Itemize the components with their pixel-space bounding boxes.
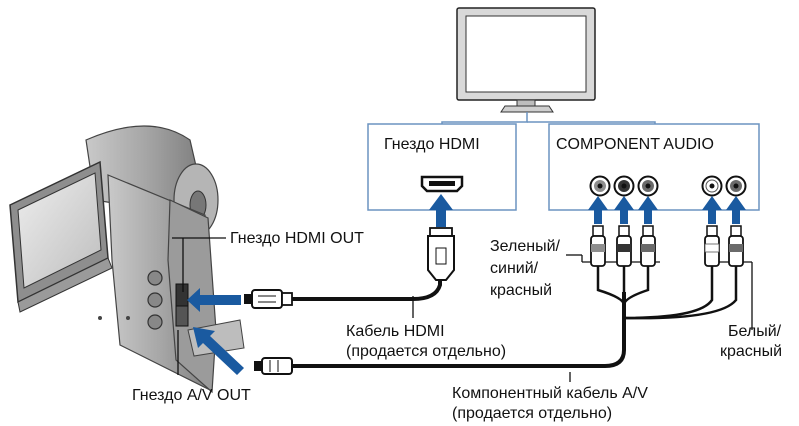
camcorder-icon — [9, 125, 245, 394]
rca-jack-icon — [589, 175, 747, 197]
arrow-icon — [193, 327, 244, 375]
arrow-icon — [638, 196, 658, 224]
rca-plug-icon — [590, 225, 744, 267]
signal-arrows — [187, 194, 746, 375]
hdmi-jack-panel-title: Гнездо HDMI — [384, 136, 480, 153]
arrow-icon — [429, 194, 453, 227]
hdmi-cable-note: (продается отдельно) — [346, 343, 507, 360]
component-audio-panel — [548, 123, 760, 211]
hdmi-cable-label: Кабель HDMI — [346, 323, 445, 340]
television-icon — [456, 7, 596, 113]
arrow-icon — [588, 196, 608, 224]
component-cable-note: (продается отдельно) — [452, 405, 613, 422]
hdmi-plug-icon — [244, 289, 293, 309]
av-out-jack-label: Гнездо A/V OUT — [132, 387, 251, 404]
green-blue-red-label-1: Зеленый/ — [490, 238, 560, 255]
component-cable-label: Компонентный кабель A/V — [452, 385, 648, 402]
arrow-icon — [187, 288, 241, 312]
component-av-cable — [254, 225, 744, 375]
hdmi-port-icon — [420, 175, 464, 193]
arrow-icon — [726, 196, 746, 224]
hdmi-jack-panel — [367, 123, 517, 211]
tv-panel-connectors — [441, 112, 656, 124]
hdmi-cable — [244, 227, 455, 309]
white-red-label-2: красный — [720, 343, 783, 360]
arrow-icon — [614, 196, 634, 224]
green-blue-red-label-2: синий/ — [490, 260, 539, 277]
mini-av-plug-icon — [254, 357, 293, 375]
component-audio-panel-title: COMPONENT AUDIO — [556, 136, 714, 153]
green-blue-red-label-3: красный — [490, 282, 553, 299]
arrow-icon — [702, 196, 722, 224]
hdmi-plug-icon — [427, 227, 455, 281]
hdmi-out-jack-label: Гнездо HDMI OUT — [230, 230, 364, 247]
white-red-label-1: Белый/ — [728, 323, 782, 340]
